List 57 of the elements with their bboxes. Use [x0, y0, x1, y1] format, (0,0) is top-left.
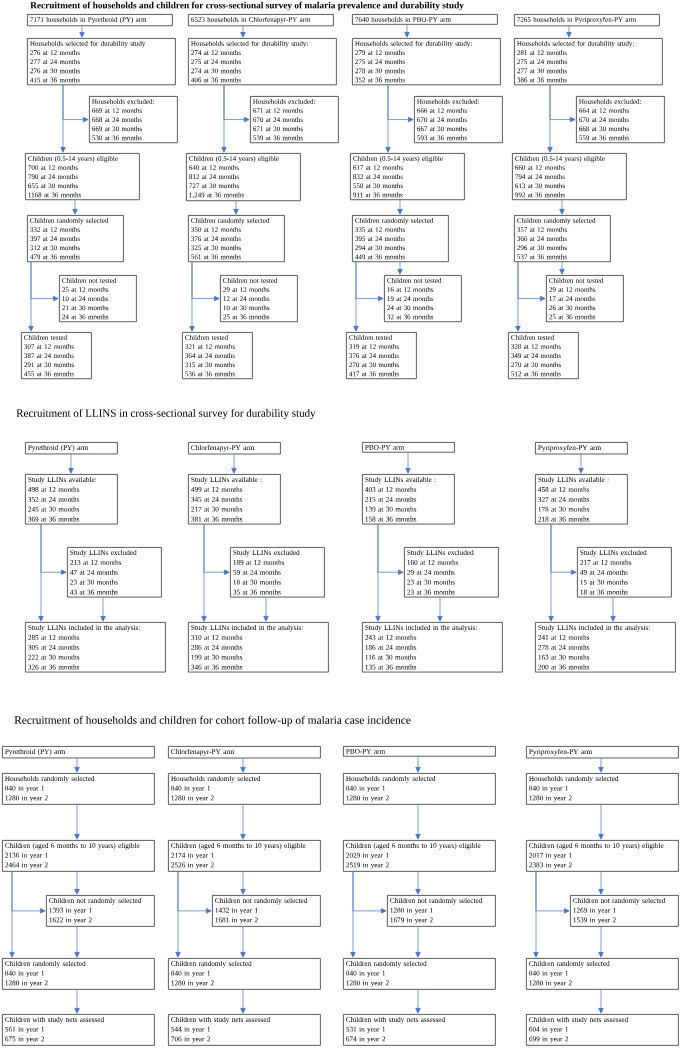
arrow: [74, 926, 80, 958]
arrow: [415, 756, 421, 773]
section-heading: Recruitment of households and children for cross-sectional survey of malaria prevalence and durability study: [30, 1, 464, 11]
section-heading: Recruitment of LLINS in cross-sectional survey for durability study: [16, 408, 316, 420]
arrow: [375, 524, 381, 622]
arrow: [60, 84, 66, 153]
arrow: [9, 871, 15, 958]
arrow: [74, 871, 80, 895]
arrow: [610, 597, 616, 622]
arrow: [240, 25, 246, 38]
arrow: [405, 452, 411, 474]
arrow: [559, 261, 565, 275]
arrow: [397, 261, 403, 275]
arrow: [548, 524, 554, 622]
arrow: [415, 989, 421, 1014]
arrow: [404, 24, 410, 38]
arrow: [598, 989, 604, 1014]
arrow: [559, 199, 565, 215]
arrow: [240, 989, 246, 1014]
arrow: [79, 25, 85, 38]
arrow: [415, 804, 421, 840]
arrow: [175, 871, 181, 958]
arrow: [240, 926, 246, 958]
arrow: [415, 926, 421, 958]
arrow: [437, 597, 443, 622]
section-heading: Recruitment of households and children for cohort follow-up of malaria case incidence: [14, 715, 411, 727]
arrow: [72, 199, 78, 215]
arrow: [598, 804, 604, 840]
arrow: [231, 454, 237, 474]
arrow: [28, 261, 34, 332]
arrow: [240, 804, 246, 840]
arrow: [221, 84, 227, 153]
arrow: [263, 597, 269, 622]
arrow: [598, 758, 604, 773]
arrow: [233, 200, 239, 215]
arrow: [566, 25, 572, 38]
arrow: [415, 871, 421, 895]
arrow: [598, 926, 604, 958]
arrow: [74, 758, 80, 773]
arrow: [350, 871, 356, 958]
arrow: [353, 261, 359, 332]
arrow: [547, 84, 553, 153]
arrow: [74, 989, 80, 1014]
arrow: [74, 804, 80, 840]
arrow: [385, 84, 391, 153]
arrow: [397, 199, 403, 215]
arrow: [598, 871, 604, 895]
arrow: [240, 871, 246, 895]
arrow: [38, 524, 44, 622]
arrow: [100, 597, 106, 622]
arrow: [533, 871, 539, 958]
arrow: [578, 454, 584, 474]
arrow: [189, 261, 195, 332]
arrow: [68, 454, 74, 474]
arrow: [515, 261, 521, 332]
arrow: [240, 758, 246, 773]
arrow: [201, 524, 207, 622]
